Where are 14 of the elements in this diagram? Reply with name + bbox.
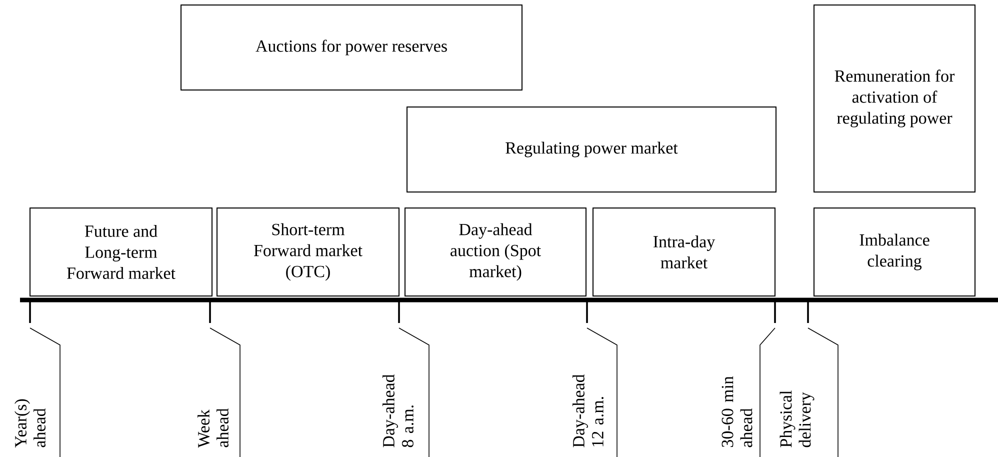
timeline-label: 30-60 min ahead bbox=[722, 376, 752, 448]
market-box: Short-term Forward market (OTC) bbox=[216, 208, 400, 296]
timeline-label: Day-ahead 12 a.m. bbox=[572, 374, 604, 448]
market-box: Imbalance clearing bbox=[814, 208, 976, 296]
timeline-label: Week ahead bbox=[198, 408, 228, 448]
market-box: Remuneration for activation of regulating power bbox=[814, 4, 976, 192]
market-box: Intra-day market bbox=[592, 208, 776, 296]
timeline-label: Physical delivery bbox=[780, 390, 814, 448]
timeline-label: Day-ahead 8 a.m. bbox=[382, 374, 414, 448]
timeline-label: Year(s) ahead bbox=[14, 399, 46, 448]
market-box: Auctions for power reserves bbox=[180, 4, 522, 90]
market-box: Regulating power market bbox=[406, 106, 776, 192]
market-box: Future and Long-term Forward market bbox=[30, 208, 212, 296]
market-box: Day-ahead auction (Spot market) bbox=[404, 208, 586, 296]
